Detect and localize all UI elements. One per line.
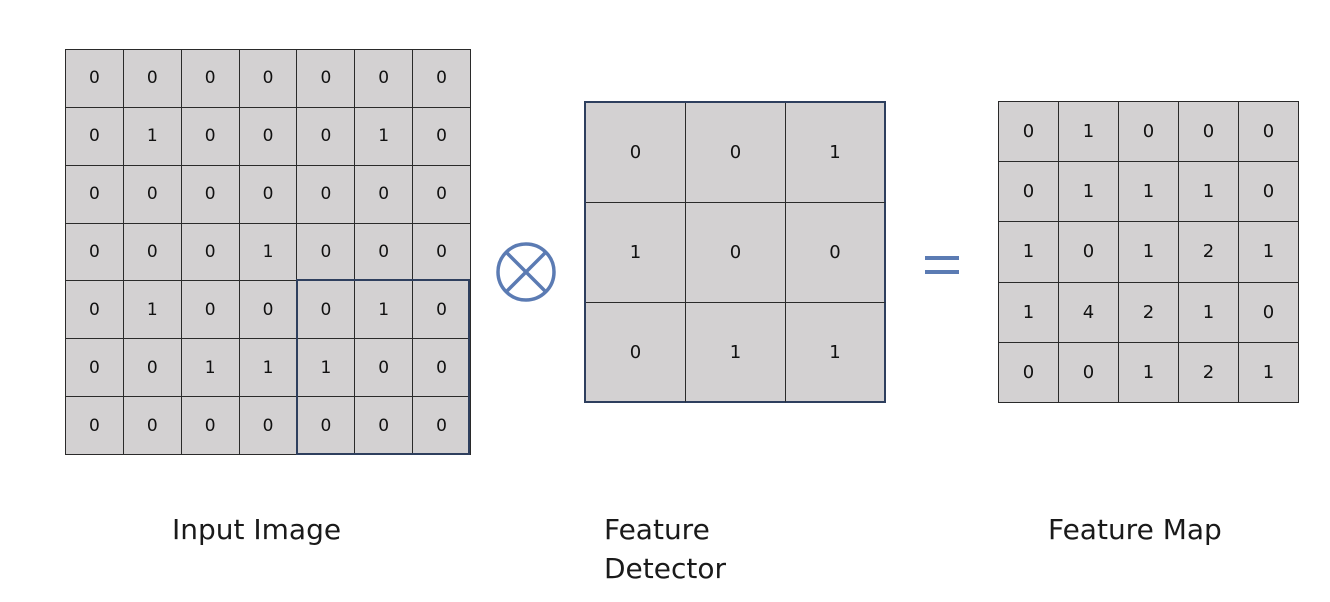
- feature-map-cell: 0: [1239, 162, 1299, 223]
- input-image-label: Input Image: [172, 513, 342, 546]
- input-image-cell: 0: [297, 165, 356, 224]
- input-image-cell: 0: [123, 165, 182, 224]
- feature-detector-label: Feature Detector: [604, 513, 727, 585]
- feature-map-cell: 1: [1059, 102, 1119, 163]
- input-image-cell: 0: [66, 339, 124, 398]
- input-image-cell: 0: [239, 281, 298, 340]
- input-image-cell: 0: [239, 165, 298, 224]
- feature-detector-cell: 1: [586, 203, 686, 303]
- input-image-cell: 1: [123, 281, 182, 340]
- input-image-cell: 1: [123, 107, 182, 166]
- feature-map-cell: 0: [999, 162, 1059, 223]
- input-image-cell: 0: [413, 50, 471, 108]
- input-image-cell: 0: [66, 397, 124, 455]
- feature-map-cell: 0: [999, 342, 1059, 403]
- input-image-cell: 0: [181, 50, 240, 108]
- input-image-cell: 0: [355, 339, 414, 398]
- feature-map-cell: 1: [1119, 162, 1179, 223]
- input-image-cell: 0: [66, 223, 124, 282]
- input-image-cell: 0: [66, 165, 124, 224]
- feature-map-cell: 1: [1239, 222, 1299, 283]
- input-image-cell: 1: [239, 339, 298, 398]
- feature-map-cell: 0: [1059, 342, 1119, 403]
- equals-icon: [925, 256, 959, 274]
- input-image-cell: 0: [181, 397, 240, 455]
- feature-detector-cell: 0: [586, 303, 686, 403]
- input-image-cell: 0: [123, 50, 182, 108]
- feature-map-cell: 0: [1239, 282, 1299, 343]
- input-image-cell: 0: [413, 397, 471, 455]
- input-image-cell: 0: [123, 339, 182, 398]
- input-image-cell: 0: [181, 165, 240, 224]
- input-image-cell: 0: [413, 223, 471, 282]
- input-image-cell: 0: [297, 223, 356, 282]
- input-image-cell: 0: [66, 107, 124, 166]
- feature-map-cell: 1: [999, 222, 1059, 283]
- feature-detector-cell: 0: [586, 103, 686, 203]
- input-image-cell: 0: [66, 281, 124, 340]
- feature-map-cell: 1: [1239, 342, 1299, 403]
- input-image-cell: 1: [239, 223, 298, 282]
- feature-detector-cell: 0: [686, 203, 786, 303]
- input-image-cell: 0: [297, 50, 356, 108]
- input-image-cell: 0: [355, 397, 414, 455]
- feature-map-cell: 1: [1119, 342, 1179, 403]
- input-image-cell: 0: [181, 107, 240, 166]
- input-image-cell: 0: [123, 223, 182, 282]
- feature-map-cell: 2: [1179, 222, 1239, 283]
- input-image-cell: 1: [355, 107, 414, 166]
- feature-map-cell: 2: [1179, 342, 1239, 403]
- input-image-cell: 0: [297, 107, 356, 166]
- feature-map-cell: 0: [1179, 102, 1239, 163]
- feature-detector-cell: 1: [686, 303, 786, 403]
- input-image-cell: 0: [181, 281, 240, 340]
- input-image-cell: 0: [297, 281, 356, 340]
- feature-map-cell: 1: [1059, 162, 1119, 223]
- input-image-cell: 0: [239, 397, 298, 455]
- feature-detector-cell: 0: [686, 103, 786, 203]
- feature-detector-cell: 1: [786, 103, 886, 203]
- feature-map-cell: 0: [1239, 102, 1299, 163]
- input-image-cell: 0: [413, 107, 471, 166]
- input-image-cell: 0: [181, 223, 240, 282]
- input-image-cell: 0: [66, 50, 124, 108]
- feature-map-cell: 0: [999, 102, 1059, 163]
- feature-map-cell: 2: [1119, 282, 1179, 343]
- input-image-cell: 1: [355, 281, 414, 340]
- input-image-cell: 0: [239, 50, 298, 108]
- input-image-cell: 0: [355, 223, 414, 282]
- input-image-cell: 0: [413, 165, 471, 224]
- feature-map-cell: 1: [1179, 162, 1239, 223]
- input-image-cell: 0: [413, 281, 471, 340]
- feature-map-cell: 0: [1059, 222, 1119, 283]
- input-image-cell: 0: [297, 397, 356, 455]
- input-image-cell: 0: [239, 107, 298, 166]
- feature-map-cell: 1: [1179, 282, 1239, 343]
- feature-map-cell: 1: [999, 282, 1059, 343]
- input-image-cell: 0: [123, 397, 182, 455]
- feature-map-cell: 4: [1059, 282, 1119, 343]
- feature-detector-cell: 0: [786, 203, 886, 303]
- input-image-cell: 1: [181, 339, 240, 398]
- feature-detector-cell: 1: [786, 303, 886, 403]
- feature-map-cell: 0: [1119, 102, 1179, 163]
- input-image-cell: 1: [297, 339, 356, 398]
- feature-map-cell: 1: [1119, 222, 1179, 283]
- input-image-cell: 0: [355, 165, 414, 224]
- feature-map-label: Feature Map: [1048, 513, 1222, 546]
- convolution-operator-icon: [496, 242, 556, 302]
- input-image-cell: 0: [355, 50, 414, 108]
- input-image-cell: 0: [413, 339, 471, 398]
